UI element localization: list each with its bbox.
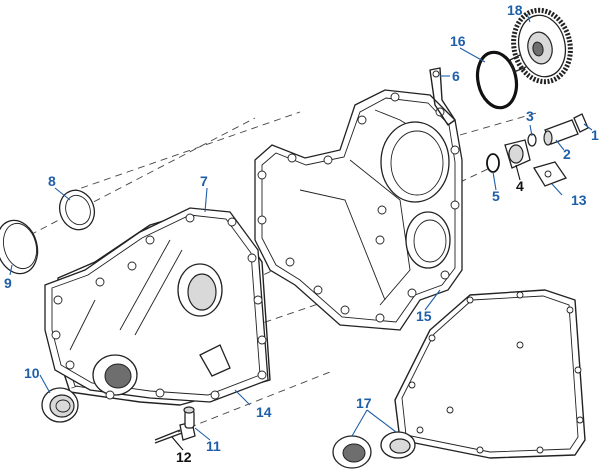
callout-9: 9 xyxy=(4,275,12,291)
callout-10: 10 xyxy=(24,365,40,381)
callout-2: 2 xyxy=(563,146,571,162)
part-18-gear xyxy=(509,7,573,85)
part-17-seal-b xyxy=(380,431,416,459)
callout-15: 15 xyxy=(416,308,432,324)
part-15-gear-housing xyxy=(254,89,463,331)
part-10-front-seal xyxy=(41,387,79,423)
callout-6: 6 xyxy=(452,68,460,84)
callout-3: 3 xyxy=(526,108,534,124)
callout-5: 5 xyxy=(492,188,500,204)
part-16-o-ring xyxy=(475,50,519,110)
callout-14: 14 xyxy=(256,404,272,420)
part-1-shaft-end xyxy=(573,113,589,133)
callout-16: 16 xyxy=(450,33,466,49)
part-6-bracket xyxy=(429,67,456,126)
callout-11: 11 xyxy=(206,438,221,454)
callout-8: 8 xyxy=(48,173,56,189)
part-11-dowel xyxy=(183,406,195,429)
part-2-shaft xyxy=(543,119,579,146)
part-8-seal xyxy=(58,189,96,231)
part-17-seal-a xyxy=(332,435,372,469)
part-5-o-ring xyxy=(486,153,500,173)
part-4-housing xyxy=(504,139,531,169)
part-9-cap xyxy=(0,219,39,275)
callout-12: 12 xyxy=(176,449,192,465)
callout-labels: 1 2 3 4 5 6 7 8 9 10 11 12 13 14 15 16 1… xyxy=(4,2,599,465)
callout-7: 7 xyxy=(200,173,208,189)
part-17-rear-gasket xyxy=(394,289,586,459)
callout-1: 1 xyxy=(591,127,599,143)
part-13-plate xyxy=(532,161,568,187)
leader-lines xyxy=(9,13,593,451)
callout-13: 13 xyxy=(571,192,587,208)
callout-18: 18 xyxy=(507,2,523,18)
callout-4: 4 xyxy=(516,178,524,194)
part-7-front-cover xyxy=(44,207,269,403)
callout-17: 17 xyxy=(356,395,372,411)
